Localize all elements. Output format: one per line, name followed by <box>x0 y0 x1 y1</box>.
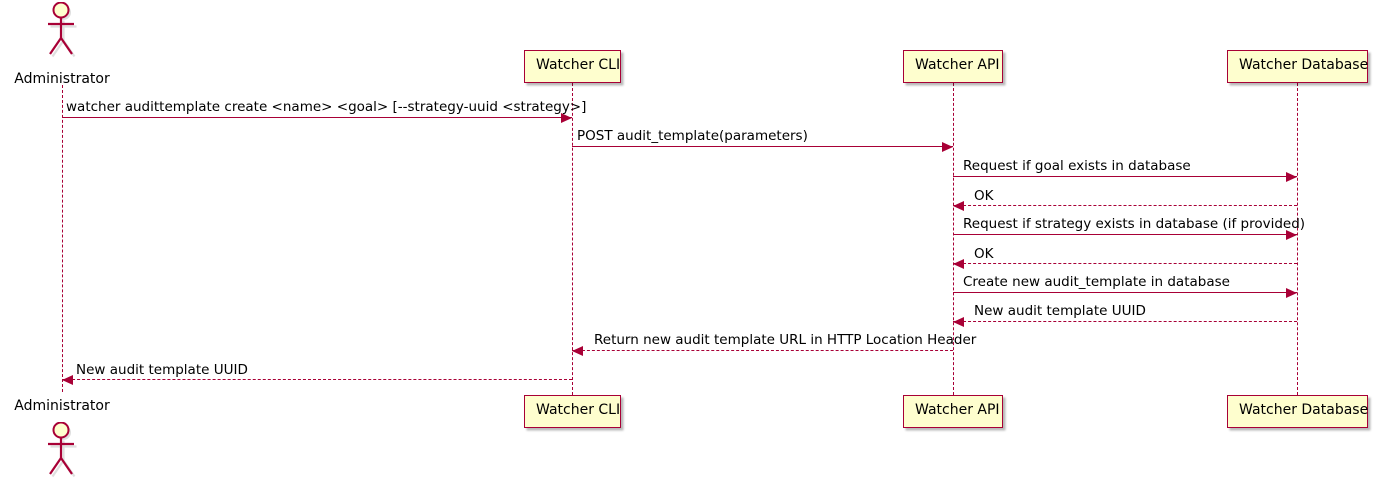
message-label-2: POST audit_template(parameters) <box>577 128 808 144</box>
message-arrowhead-7 <box>1286 287 1297 298</box>
message-label-4: OK <box>974 188 994 204</box>
message-arrowhead-2 <box>942 141 953 152</box>
message-arrowhead-10 <box>62 374 73 385</box>
actor-administrator-bottom <box>40 421 84 478</box>
message-label-10: New audit template UUID <box>76 362 248 378</box>
actor-administrator-top <box>40 1 84 58</box>
message-line-4 <box>953 205 1297 206</box>
participant-box-api-top[interactable]: Watcher API <box>903 50 1003 83</box>
message-line-1 <box>62 117 572 118</box>
message-line-9 <box>572 350 953 351</box>
message-label-9: Return new audit template URL in HTTP Lo… <box>594 332 977 348</box>
participant-box-database-bottom[interactable]: Watcher Database <box>1227 395 1368 428</box>
message-line-7 <box>953 292 1297 293</box>
message-line-10 <box>62 379 572 380</box>
message-arrowhead-9 <box>572 345 583 356</box>
lifeline-database <box>1297 83 1298 395</box>
message-line-6 <box>953 263 1297 264</box>
message-arrowhead-5 <box>1286 229 1297 240</box>
message-line-8 <box>953 321 1297 322</box>
message-line-3 <box>953 176 1297 177</box>
message-arrowhead-3 <box>1286 171 1297 182</box>
message-arrowhead-4 <box>953 200 964 211</box>
message-line-2 <box>572 146 953 147</box>
participant-box-cli-top[interactable]: Watcher CLI <box>524 50 621 83</box>
message-label-8: New audit template UUID <box>974 303 1146 319</box>
message-label-1: watcher audittemplate create <name> <goa… <box>66 99 587 115</box>
message-label-3: Request if goal exists in database <box>963 158 1191 174</box>
participant-box-api-bottom[interactable]: Watcher API <box>903 395 1003 428</box>
participant-box-cli-bottom[interactable]: Watcher CLI <box>524 395 621 428</box>
message-label-6: OK <box>974 246 994 262</box>
participant-box-database-top[interactable]: Watcher Database <box>1227 50 1368 83</box>
lifeline-cli <box>572 83 573 395</box>
actor-label-administrator-bottom: Administrator <box>14 398 110 414</box>
message-label-7: Create new audit_template in database <box>963 274 1230 290</box>
message-label-5: Request if strategy exists in database (… <box>963 216 1306 232</box>
message-arrowhead-6 <box>953 258 964 269</box>
lifeline-admin <box>62 85 63 392</box>
actor-label-administrator-top: Administrator <box>14 71 110 87</box>
message-line-5 <box>953 234 1297 235</box>
lifeline-api <box>953 83 954 395</box>
message-arrowhead-1 <box>561 112 572 123</box>
message-arrowhead-8 <box>953 316 964 327</box>
